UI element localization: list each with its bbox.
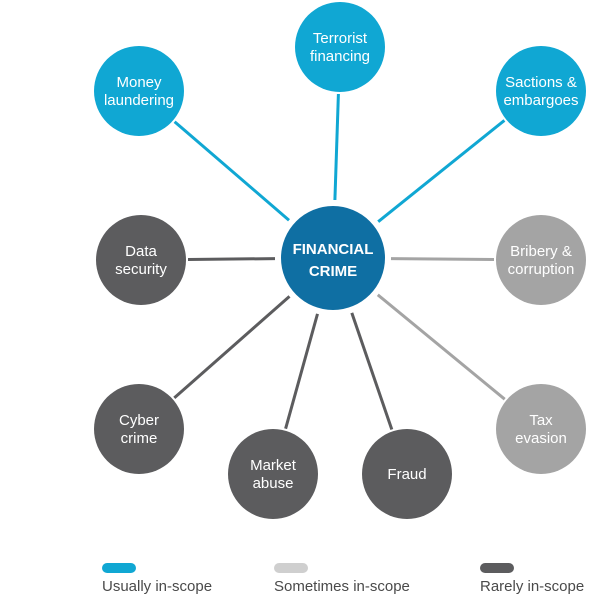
center-label-line-1: FINANCIAL [293,241,374,258]
node-label-market-abuse: Market [250,457,297,474]
node-circle-sanctions-embargoes [496,46,586,136]
connector-fraud [350,312,394,430]
legend-label-sometimes: Sometimes in-scope [274,578,410,595]
legend-item-sometimes: Sometimes in-scope [274,563,410,597]
node-circle-terrorist-financing [295,2,385,92]
node-label-bribery-corruption: Bribery & [510,243,572,260]
connector-tax-evasion [376,293,506,401]
node-label-data-security: security [115,261,167,278]
center-node: FINANCIAL CRIME [281,206,385,310]
node-label-terrorist-financing: Terrorist [313,30,368,47]
node-sanctions-embargoes: Sactions &embargoes [496,46,586,136]
node-circle-market-abuse [228,429,318,519]
node-label-sanctions-embargoes: Sactions & [505,74,577,91]
legend-swatch-usually [102,563,136,573]
node-circle-money-laundering [94,46,184,136]
node-label-data-security: Data [125,243,157,260]
node-circle-cyber-crime [94,384,184,474]
node-circle-tax-evasion [496,384,586,474]
node-label-market-abuse: abuse [253,475,294,492]
node-label-bribery-corruption: corruption [508,261,575,278]
node-label-cyber-crime: Cyber [119,412,159,429]
node-label-sanctions-embargoes: embargoes [503,92,578,109]
node-bribery-corruption: Bribery &corruption [496,215,586,305]
connector-terrorist-financing [333,93,340,201]
connector-cyber-crime [173,295,291,400]
connector-market-abuse [284,313,319,430]
node-label-money-laundering: laundering [104,92,174,109]
legend-swatch-sometimes [274,563,308,573]
node-label-fraud: Fraud [387,466,426,483]
connectors [173,93,506,430]
connector-data-security [187,257,276,261]
connector-sanctions-embargoes [377,119,506,223]
legend-item-usually: Usually in-scope [102,563,212,597]
node-label-cyber-crime: crime [121,430,158,447]
legend-label-usually: Usually in-scope [102,578,213,595]
node-label-terrorist-financing: financing [310,48,370,65]
node-fraud: Fraud [362,429,452,519]
legend-item-rarely: Rarely in-scope [480,563,584,597]
legend-swatch-rarely [480,563,514,573]
node-circle-fraud [362,429,452,519]
node-label-money-laundering: Money [116,74,162,91]
center-label-line-2: CRIME [309,263,357,280]
node-label-tax-evasion: Tax [529,412,553,429]
center-circle [281,206,385,310]
node-label-tax-evasion: evasion [515,430,567,447]
category-nodes: TerroristfinancingMoneylaunderingSaction… [94,2,586,519]
node-circle-data-security [96,215,186,305]
node-circle-bribery-corruption [496,215,586,305]
legend-label-rarely: Rarely in-scope [480,578,585,595]
connector-bribery-corruption [390,257,495,261]
connector-money-laundering [173,120,290,222]
